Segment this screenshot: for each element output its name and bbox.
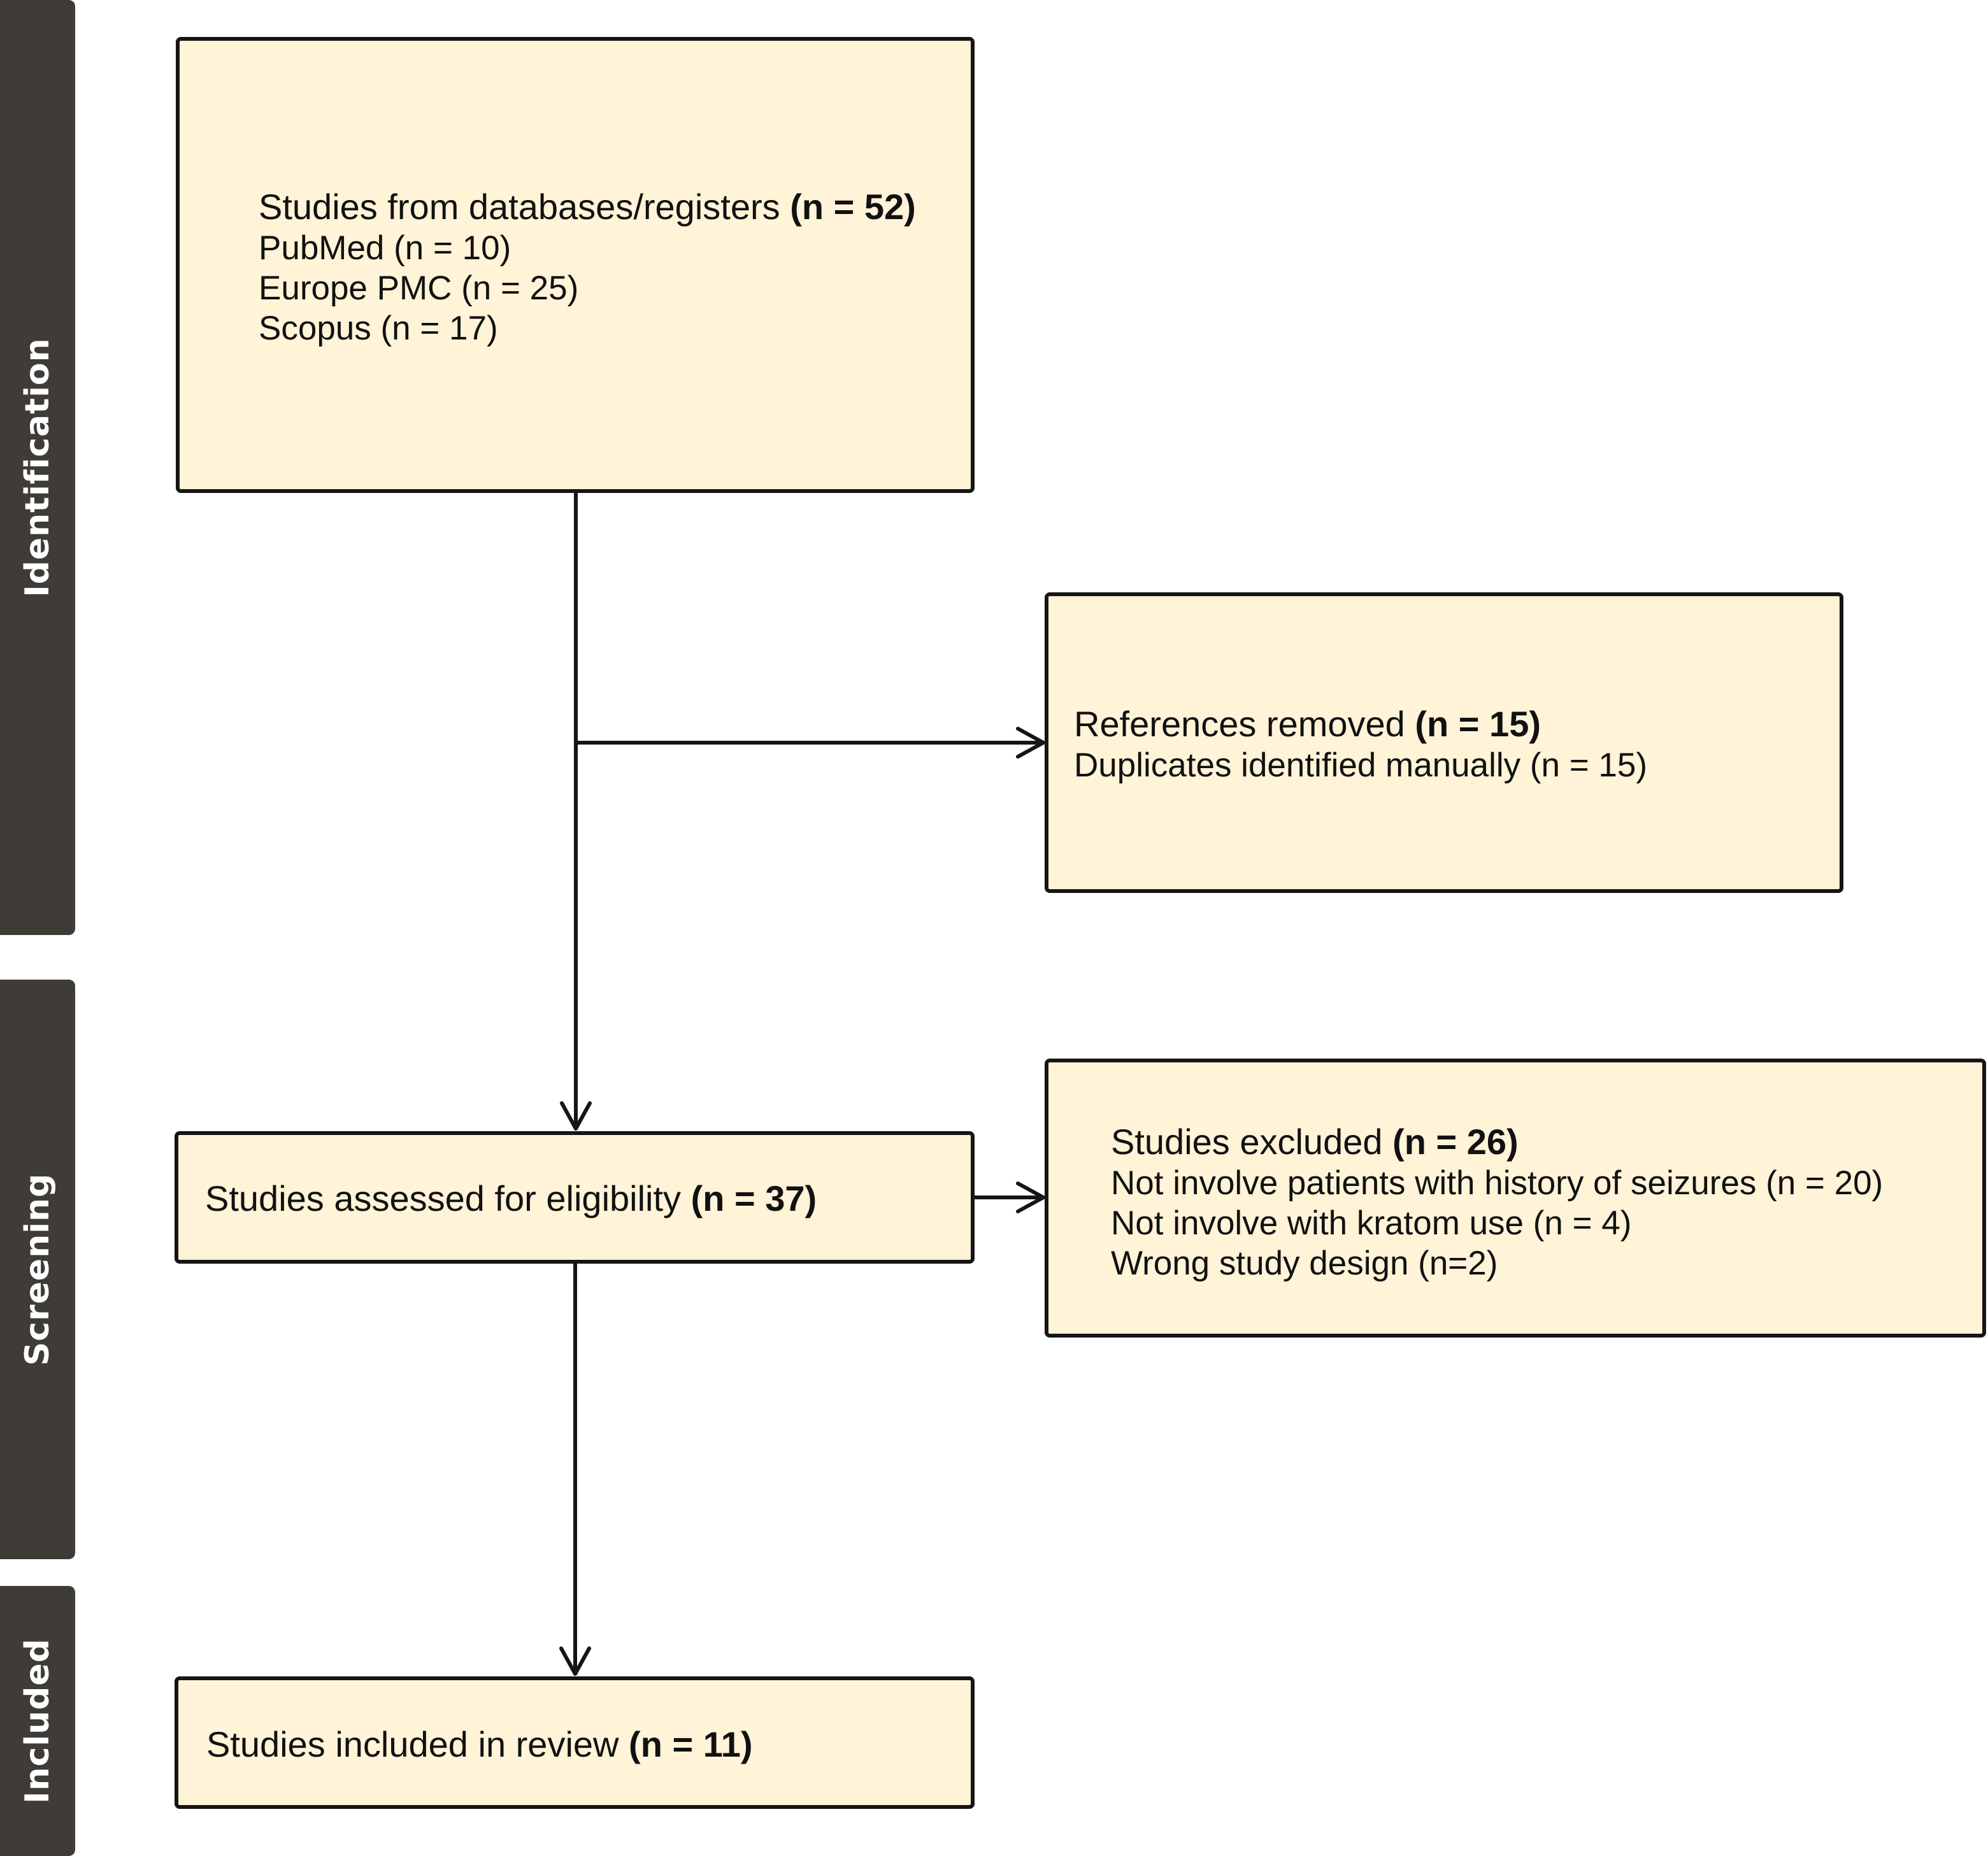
box-databases-text: Studies from databases/registers (n = 52… <box>259 186 916 348</box>
removed-title: References removed <box>1074 704 1405 744</box>
box-assessed-text: Studies assessed for eligibility (n = 37… <box>205 1178 817 1220</box>
box-assessed-eligibility: Studies assessed for eligibility (n = 37… <box>175 1131 975 1264</box>
databases-source-scopus: Scopus (n = 17) <box>259 310 498 347</box>
databases-source-pubmed: PubMed (n = 10) <box>259 229 511 267</box>
included-heading: Studies included in review (n = 11) <box>206 1724 753 1766</box>
excluded-heading: Studies excluded (n = 26) <box>1111 1121 1883 1163</box>
included-title: Studies included in review <box>206 1724 619 1764</box>
phase-bar-screening: Screening <box>0 980 75 1559</box>
arrowhead-to-assessed <box>560 1101 592 1131</box>
databases-title: Studies from databases/registers <box>259 187 780 227</box>
phase-bar-included: Included <box>0 1586 75 1856</box>
box-databases: Studies from databases/registers (n = 52… <box>176 37 975 493</box>
box-references-removed: References removed (n = 15) Duplicates i… <box>1045 592 1843 893</box>
phase-bar-identification: Identification <box>0 0 75 935</box>
databases-heading: Studies from databases/registers (n = 52… <box>259 186 916 228</box>
assessed-count: (n = 37) <box>690 1178 817 1218</box>
assessed-heading: Studies assessed for eligibility (n = 37… <box>205 1178 817 1220</box>
box-excluded-text: Studies excluded (n = 26) Not involve pa… <box>1111 1121 1883 1283</box>
databases-source-europe-pmc: Europe PMC (n = 25) <box>259 269 579 307</box>
arrowhead-to-removed <box>1016 727 1045 759</box>
removed-duplicates: Duplicates identified manually (n = 15) <box>1074 746 1648 784</box>
excluded-count: (n = 26) <box>1392 1122 1519 1162</box>
excluded-reason-design: Wrong study design (n=2) <box>1111 1245 1498 1282</box>
arrowhead-to-included <box>559 1646 591 1676</box>
box-included-review: Studies included in review (n = 11) <box>175 1676 975 1809</box>
included-count: (n = 11) <box>629 1724 753 1764</box>
excluded-title: Studies excluded <box>1111 1122 1383 1162</box>
removed-heading: References removed (n = 15) <box>1074 703 1647 745</box>
box-removed-text: References removed (n = 15) Duplicates i… <box>1074 703 1647 785</box>
removed-count: (n = 15) <box>1415 704 1541 744</box>
excluded-reason-seizures: Not involve patients with history of sei… <box>1111 1164 1884 1202</box>
box-included-text: Studies included in review (n = 11) <box>206 1724 753 1766</box>
excluded-reason-kratom: Not involve with kratom use (n = 4) <box>1111 1204 1632 1242</box>
databases-count: (n = 52) <box>790 187 916 227</box>
box-studies-excluded: Studies excluded (n = 26) Not involve pa… <box>1045 1059 1986 1338</box>
assessed-title: Studies assessed for eligibility <box>205 1178 682 1218</box>
arrowhead-to-excluded <box>1016 1181 1045 1213</box>
